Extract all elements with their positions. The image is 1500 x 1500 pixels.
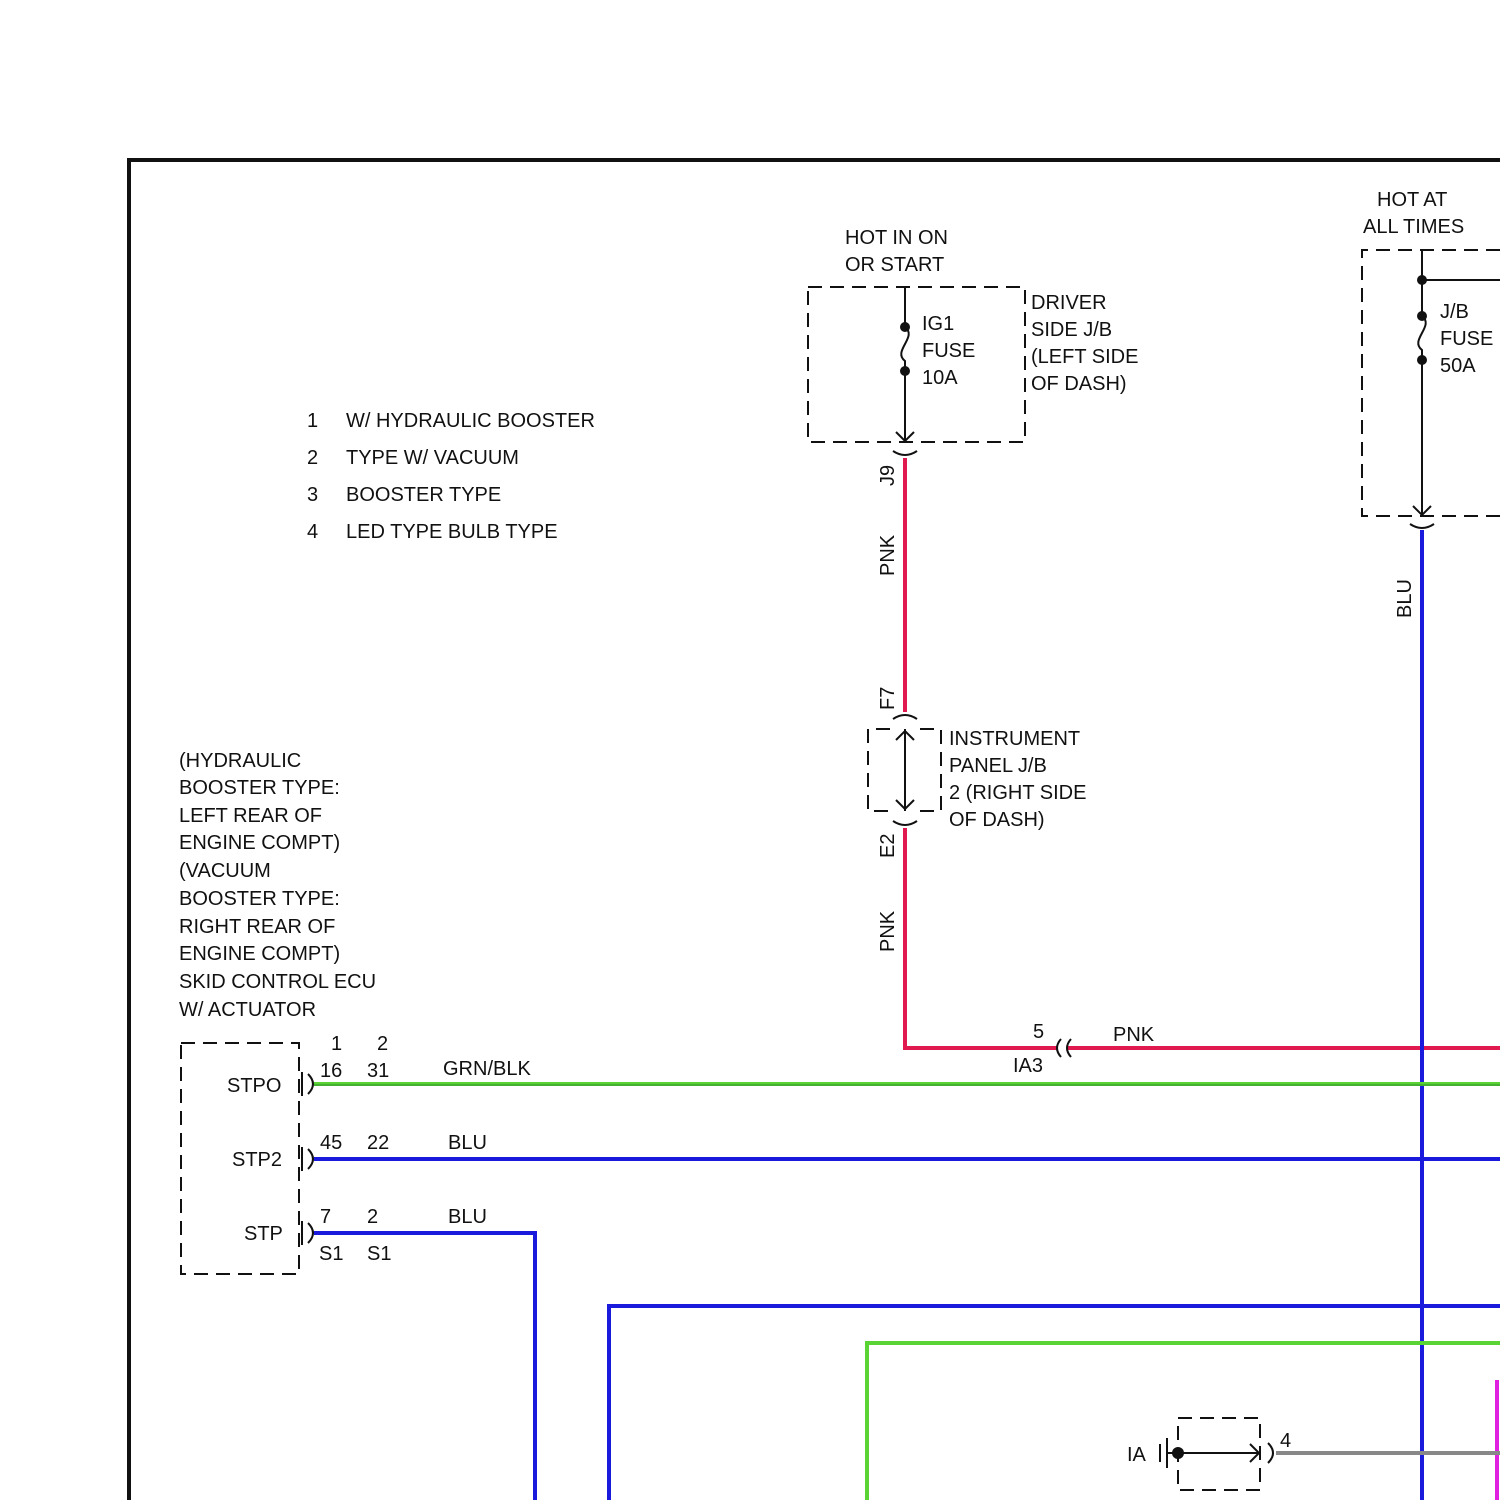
ip-jb-line3: 2 (RIGHT SIDE	[949, 782, 1086, 804]
diagram-frame	[129, 160, 1500, 1500]
ia3-pin: 5	[1033, 1021, 1044, 1043]
connector-j9: J9	[877, 465, 899, 486]
legend-text-4: LED TYPE BULB TYPE	[346, 521, 558, 543]
driver-jb-line1: DRIVER	[1031, 292, 1107, 314]
wire-color-pnk-upper: PNK	[877, 534, 899, 576]
ecu-location-line10: W/ ACTUATOR	[179, 999, 316, 1021]
wire-color-blu-vertical: BLU	[1394, 579, 1416, 618]
ign-fuse-line1: IG1	[922, 313, 954, 335]
ign-label-line1: HOT IN ON	[845, 227, 948, 249]
f7-connector-icon	[893, 715, 917, 719]
driver-jb-line3: (LEFT SIDE	[1031, 346, 1138, 368]
ia-label: IA	[1127, 1444, 1147, 1466]
ecu-location-line3: LEFT REAR OF	[179, 805, 322, 827]
legend: 1 W/ HYDRAULIC BOOSTER 2 TYPE W/ VACUUM …	[307, 410, 595, 543]
blu-stp-wire	[314, 1233, 535, 1500]
blu-connector-icon	[1410, 524, 1434, 528]
ia3-connector-icon	[1057, 1039, 1061, 1057]
connector-id-s1-a: S1	[319, 1243, 343, 1265]
legend-text-3: BOOSTER TYPE	[346, 484, 501, 506]
pnk-wire-lower	[905, 828, 1058, 1048]
batt-label-line1: HOT AT	[1377, 189, 1447, 211]
jb-50a-fuse-block: HOT AT ALL TIMES J/B FUSE 50A	[1362, 189, 1500, 528]
ip-jb-line4: OF DASH)	[949, 809, 1045, 831]
ip-jb-box-left	[868, 729, 890, 811]
ia-pin: 4	[1280, 1430, 1291, 1452]
ia-connector-icon	[1268, 1443, 1273, 1463]
connector-f7: F7	[877, 687, 899, 710]
pin-stp-2: 2	[367, 1206, 378, 1228]
legend-num-2: 2	[307, 447, 318, 469]
ecu-location-line5: (VACUUM	[179, 860, 271, 882]
legend-num-4: 4	[307, 521, 318, 543]
batt-fuse-line1: J/B	[1440, 301, 1469, 323]
batt-fuse-line2: FUSE	[1440, 328, 1493, 350]
legend-text-1: W/ HYDRAULIC BOOSTER	[346, 410, 595, 432]
driver-jb-box	[808, 287, 1025, 442]
stp2-connector-icon	[308, 1149, 313, 1169]
grn-lower-loop-wire	[867, 1343, 1500, 1500]
ig1-fuse-icon	[901, 327, 909, 371]
fuse-50a-icon	[1418, 316, 1426, 360]
pin-name-stp: STP	[244, 1223, 283, 1245]
batt-fuse-line3: 50A	[1440, 355, 1476, 377]
stp-connector-icon	[308, 1223, 313, 1243]
ign-label-line2: OR START	[845, 254, 944, 276]
pin-name-stpo: STPO	[227, 1075, 281, 1097]
ign-fuse-line3: 10A	[922, 367, 958, 389]
ig1-fuse-block: HOT IN ON OR START IG1 FUSE 10A DRIVER S…	[808, 227, 1138, 455]
connector-id-s1-b: S1	[367, 1243, 391, 1265]
ecu-location-line9: SKID CONTROL ECU	[179, 971, 376, 993]
skid-control-ecu: (HYDRAULIC BOOSTER TYPE: LEFT REAR OF EN…	[179, 750, 391, 1274]
instrument-panel-jb: INSTRUMENT PANEL J/B 2 (RIGHT SIDE OF DA…	[868, 715, 1086, 831]
pin-stp2-2: 22	[367, 1132, 389, 1154]
pin-name-stp2: STP2	[232, 1149, 282, 1171]
stpo-connector-icon	[308, 1074, 313, 1094]
wire-color-grn-blk: GRN/BLK	[443, 1058, 531, 1080]
driver-jb-line2: SIDE J/B	[1031, 319, 1112, 341]
ecu-location-line2: BOOSTER TYPE:	[179, 777, 340, 799]
ecu-location-line6: BOOSTER TYPE:	[179, 888, 340, 910]
e2-connector-icon	[893, 821, 917, 825]
connector-e2: E2	[877, 834, 899, 858]
ia3-label: IA3	[1013, 1055, 1043, 1077]
legend-num-1: 1	[307, 410, 318, 432]
batt-label-line2: ALL TIMES	[1363, 216, 1464, 238]
wire-color-pnk-horizontal: PNK	[1113, 1024, 1155, 1046]
blu-lower-loop-wire	[609, 1306, 1500, 1500]
ign-fuse-line2: FUSE	[922, 340, 975, 362]
pin-stp2-1: 45	[320, 1132, 342, 1154]
driver-jb-line4: OF DASH)	[1031, 373, 1127, 395]
pin-stpo-2: 31	[367, 1060, 389, 1082]
ecu-location-line4: ENGINE COMPT)	[179, 832, 340, 854]
ip-jb-line1: INSTRUMENT	[949, 728, 1080, 750]
ecu-location-line1: (HYDRAULIC	[179, 750, 301, 772]
ip-jb-line2: PANEL J/B	[949, 755, 1047, 777]
ecu-location-line8: ENGINE COMPT)	[179, 943, 340, 965]
wires	[314, 458, 1500, 1500]
legend-text-2: TYPE W/ VACUUM	[346, 447, 519, 469]
ecu-col-header-1: 1	[331, 1033, 342, 1055]
wire-color-pnk-lower: PNK	[877, 910, 899, 952]
pin-stpo-1: 16	[320, 1060, 342, 1082]
ecu-col-header-2: 2	[377, 1033, 388, 1055]
ecu-location-line7: RIGHT REAR OF	[179, 916, 335, 938]
pin-stp-1: 7	[320, 1206, 331, 1228]
wire-color-blu-stp: BLU	[448, 1206, 487, 1228]
ip-jb-box-right	[920, 729, 941, 811]
legend-num-3: 3	[307, 484, 318, 506]
j9-connector-icon	[893, 451, 917, 455]
wire-color-blu-stp2: BLU	[448, 1132, 487, 1154]
jb-box	[1362, 250, 1500, 516]
ia-connector-block: IA 4	[1127, 1418, 1291, 1490]
